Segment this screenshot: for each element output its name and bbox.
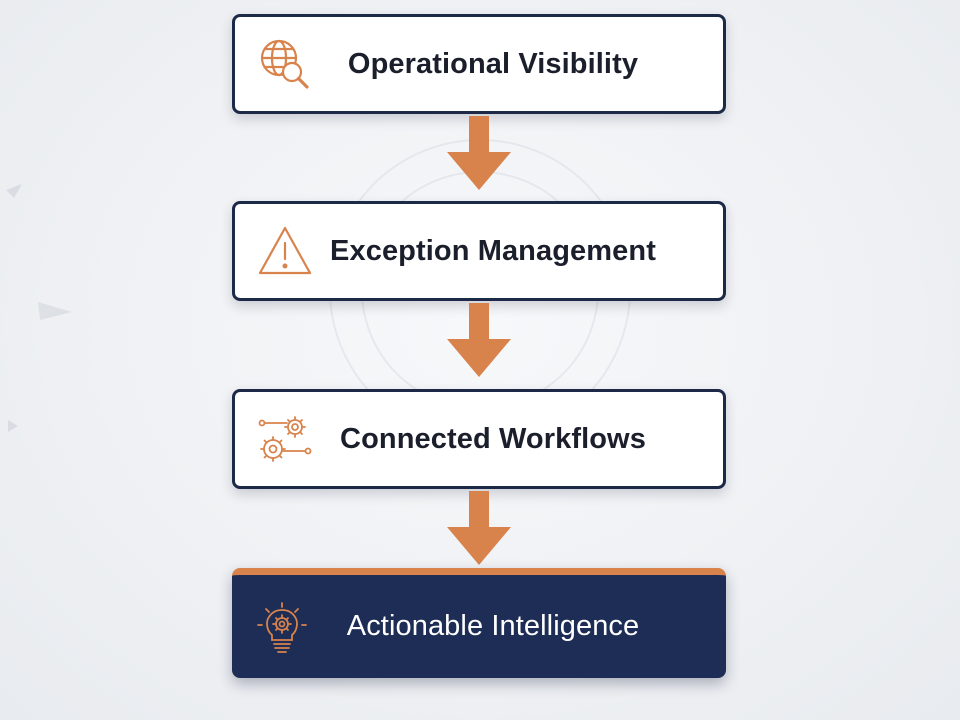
- step-label: Exception Management: [330, 234, 656, 267]
- warning-triangle-icon: [257, 223, 313, 279]
- step-label: Connected Workflows: [340, 422, 646, 455]
- step-operational-visibility: Operational Visibility: [232, 14, 726, 114]
- step-label: Actionable Intelligence: [346, 610, 640, 642]
- flow-arrow-2: [447, 303, 511, 377]
- step-exception-management: Exception Management: [232, 201, 726, 301]
- flow-arrow-1: [447, 116, 511, 190]
- step-actionable-intelligence: Actionable Intelligence: [232, 568, 726, 678]
- connected-gears-icon: [257, 411, 313, 467]
- flow-arrow-3: [447, 491, 511, 565]
- step-label: Operational Visibility: [347, 47, 639, 80]
- lightbulb-gear-icon: [254, 599, 310, 655]
- step-connected-workflows: Connected Workflows: [232, 389, 726, 489]
- globe-magnifier-icon: [257, 36, 313, 92]
